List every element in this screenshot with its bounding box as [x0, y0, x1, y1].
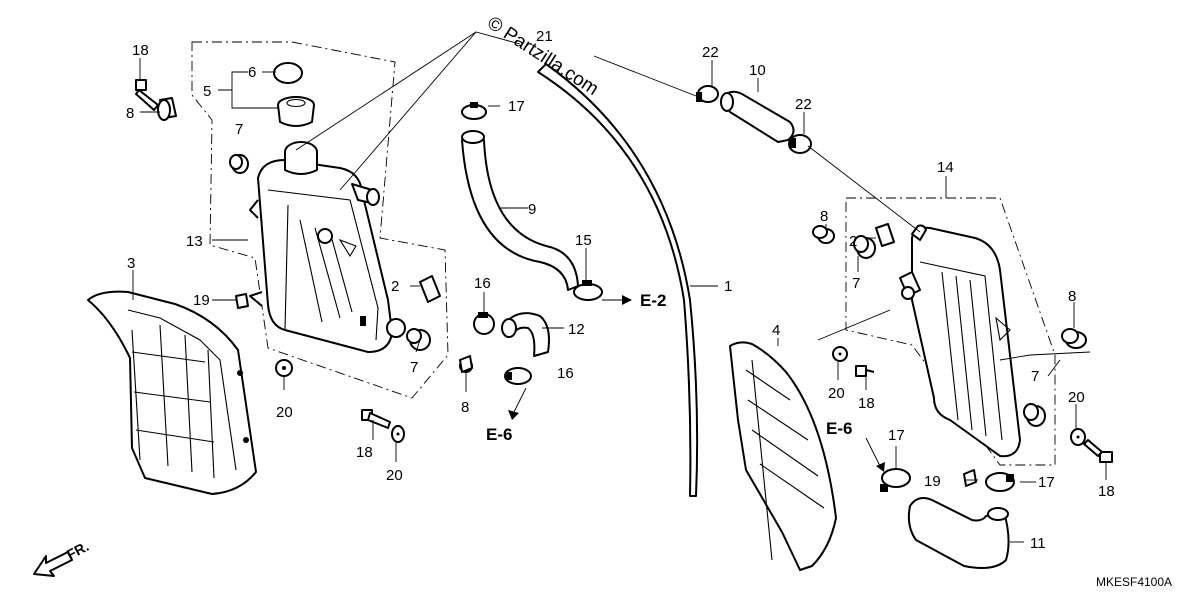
callout-16[interactable]: 16	[557, 365, 574, 382]
callout-19[interactable]: 19	[924, 473, 941, 490]
hose-12[interactable]	[501, 312, 550, 357]
callout-17[interactable]: 17	[888, 427, 905, 444]
callout-3[interactable]: 3	[127, 255, 135, 272]
callout-7[interactable]: 7	[852, 275, 860, 292]
callout-2[interactable]: 2	[391, 278, 399, 295]
right-radiator[interactable]	[899, 224, 1021, 458]
left-radiator[interactable]	[249, 141, 406, 353]
bolt-18c[interactable]	[855, 365, 875, 377]
bolt-18b[interactable]	[361, 409, 391, 429]
bolt-18d[interactable]	[1083, 439, 1113, 463]
callout-11[interactable]: 11	[1030, 535, 1046, 552]
ref-arrow-e2	[602, 295, 632, 305]
assembly-outline-right	[845, 197, 1056, 466]
collar-8c[interactable]	[812, 225, 835, 244]
clip-19b[interactable]	[963, 469, 977, 487]
assembly-outline-left	[191, 41, 449, 399]
hose-10[interactable]	[720, 90, 795, 143]
washer-20c[interactable]	[832, 346, 848, 362]
washer-20b[interactable]	[391, 425, 405, 443]
ref-arrow-e6-left	[508, 387, 527, 420]
rubber-2b[interactable]	[875, 223, 895, 247]
callout-7[interactable]: 7	[1031, 368, 1039, 385]
washer-20d[interactable]	[1070, 428, 1086, 446]
upper-hose-9[interactable]	[461, 130, 579, 291]
clamp-15[interactable]	[573, 280, 603, 301]
collar-8a[interactable]	[157, 97, 177, 121]
grommet-7d[interactable]	[1023, 403, 1046, 427]
ref-arrow-e6-right	[865, 437, 885, 472]
ref-e6-left[interactable]: E-6	[486, 425, 512, 444]
callout-7[interactable]: 7	[235, 121, 243, 138]
callout-21[interactable]: 21	[536, 28, 553, 45]
callout-12[interactable]: 12	[568, 321, 585, 338]
left-radiator-shroud[interactable]	[87, 290, 257, 495]
callout-1[interactable]: 1	[724, 278, 732, 295]
callout-17[interactable]: 17	[508, 98, 525, 115]
callout-19[interactable]: 19	[193, 292, 210, 309]
callout-8[interactable]: 8	[820, 208, 828, 225]
leader-lines	[132, 31, 1107, 543]
callout-20[interactable]: 20	[828, 385, 845, 402]
front-direction-arrow: FR.	[33, 538, 91, 577]
callout-5[interactable]: 5	[203, 83, 211, 100]
callout-18[interactable]: 18	[356, 444, 373, 461]
callout-6[interactable]: 6	[248, 64, 256, 81]
callout-22[interactable]: 22	[795, 96, 812, 113]
callout-17[interactable]: 17	[1038, 474, 1055, 491]
callout-8[interactable]: 8	[1068, 288, 1076, 305]
callout-9[interactable]: 9	[528, 201, 536, 218]
callout-18[interactable]: 18	[858, 395, 875, 412]
callout-20[interactable]: 20	[276, 404, 293, 421]
callout-7[interactable]: 7	[410, 359, 418, 376]
ref-e2[interactable]: E-2	[640, 291, 666, 310]
callout-8[interactable]: 8	[126, 105, 134, 122]
hose-11[interactable]	[907, 497, 1010, 569]
clamp-16a[interactable]	[473, 312, 495, 335]
callout-2[interactable]: 2	[849, 233, 857, 250]
callout-4[interactable]: 4	[772, 322, 780, 339]
grommet-7a[interactable]	[229, 154, 249, 174]
callout-13[interactable]: 13	[186, 233, 203, 250]
callout-8[interactable]: 8	[461, 399, 469, 416]
overflow-tube-1[interactable]	[537, 63, 699, 497]
ref-e6-right[interactable]: E-6	[826, 419, 852, 438]
callout-20[interactable]: 20	[386, 467, 403, 484]
callout-16[interactable]: 16	[474, 275, 491, 292]
cap-cover[interactable]	[273, 62, 303, 84]
watermark-text: © Partzilla.com	[483, 13, 602, 100]
callout-18[interactable]: 18	[132, 42, 149, 59]
callout-22[interactable]: 22	[702, 44, 719, 61]
clamp-17a[interactable]	[461, 102, 487, 120]
rubber-2a[interactable]	[419, 275, 441, 303]
collar-8d[interactable]	[1061, 328, 1087, 349]
washer-20a[interactable]	[275, 359, 293, 377]
radiator-cap[interactable]	[277, 96, 315, 127]
callout-10[interactable]: 10	[749, 62, 766, 79]
grommet-7b[interactable]	[406, 328, 431, 351]
right-radiator-shroud[interactable]	[729, 341, 837, 571]
callout-15[interactable]: 15	[575, 232, 592, 249]
callout-14[interactable]: 14	[937, 159, 954, 176]
clamp-17b[interactable]	[880, 468, 911, 492]
callout-18[interactable]: 18	[1098, 483, 1115, 500]
clamp-22b[interactable]	[788, 134, 812, 154]
clamp-16b[interactable]	[504, 367, 532, 385]
clip-19a[interactable]	[235, 293, 249, 309]
callout-labels: 18 8 6 5 7 13 3 19 20 18 20 21 17 9 2 16…	[126, 28, 1115, 552]
callout-20[interactable]: 20	[1068, 389, 1085, 406]
diagram-code: MKESF4100A	[1096, 575, 1172, 589]
bolt-18a[interactable]	[135, 79, 159, 111]
clamp-22a[interactable]	[696, 85, 719, 103]
collar-8b[interactable]	[459, 355, 473, 373]
clamp-17c[interactable]	[985, 472, 1015, 492]
